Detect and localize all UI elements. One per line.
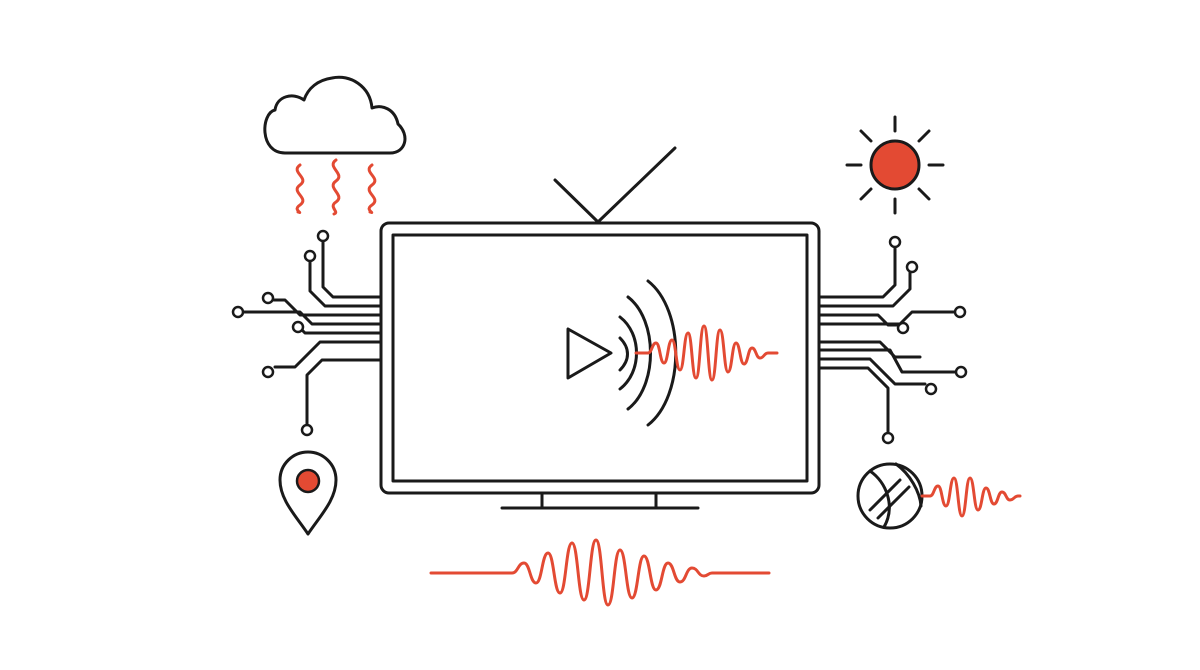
ball-icon — [856, 462, 924, 530]
screen-audio-wave — [634, 324, 779, 382]
left-circuit — [231, 229, 383, 437]
heat-wave-icon — [295, 158, 377, 216]
sun-icon — [845, 115, 945, 215]
ball-audio-wave — [920, 476, 1022, 518]
tv-stand — [500, 491, 700, 510]
play-icon — [566, 327, 613, 380]
bottom-audio-wave — [429, 538, 771, 607]
location-pin-icon — [278, 450, 338, 536]
cloud-icon — [263, 75, 407, 155]
antenna-icon — [553, 146, 677, 224]
right-circuit — [817, 235, 968, 445]
